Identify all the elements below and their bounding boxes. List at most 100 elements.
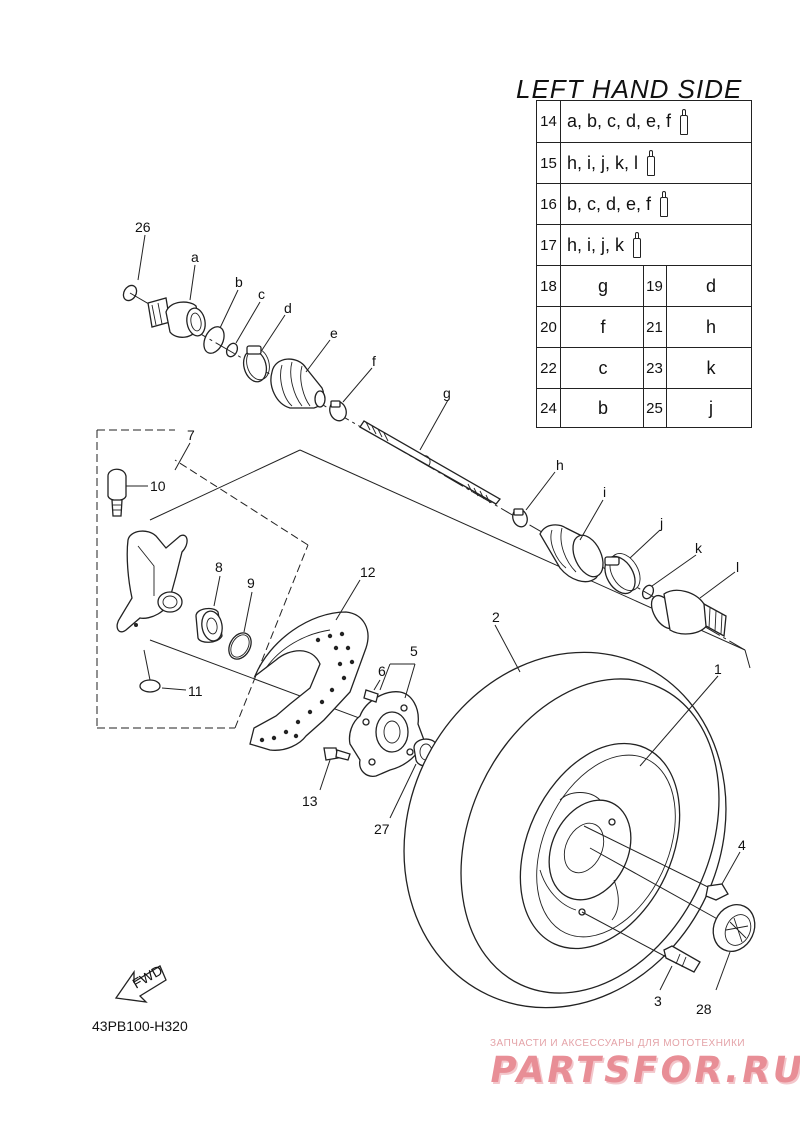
table-row-pair: 22 c 23 k [537,347,751,388]
part-e-boot: e [270,325,338,409]
part-6-bolt: 6 [363,663,386,703]
callout-3: 3 [654,993,662,1009]
callout-26: 26 [135,219,151,235]
part-10-ball-joint: 10 [107,468,166,517]
pair-right-number: 21 [643,307,667,347]
pair-right-value: j [709,397,713,418]
part-4-lug-nut: 4 [705,837,746,901]
grease-tube-icon [632,232,642,258]
part-d-band: d [242,300,292,383]
callout-b: b [235,274,243,290]
pair-right-value: d [705,275,716,296]
callout-k: k [695,540,703,556]
diagram-code: 43PB100-H320 [92,1018,188,1034]
part-b-oring: b [203,274,243,354]
pair-right-number: 23 [643,348,667,388]
part-7-knuckle: 7 [116,427,195,633]
grease-tube-icon [646,150,656,176]
callout-h: h [556,457,564,473]
pair-left-number: 18 [537,266,561,306]
callout-d: d [284,300,292,316]
callout-i: i [603,484,606,500]
pair-left-value: c [598,357,608,378]
callout-11: 11 [188,683,203,699]
pair-left-value: g [597,275,608,296]
row-number: 16 [537,184,561,224]
row-letters: h, i, j, k, l [567,143,656,183]
part-l-cv-joint: l [650,559,739,638]
watermark-tagline: ЗАПЧАСТИ И АКСЕССУАРЫ ДЛЯ МОТОТЕХНИКИ [490,1038,746,1049]
callout-7: 7 [187,427,195,443]
row-letters-text: a, b, c, d, e, f [567,111,672,131]
callout-28: 28 [696,1001,712,1017]
callout-6: 6 [378,663,386,679]
part-11-circlip: 11 [139,649,203,699]
callout-j: j [659,515,663,531]
row-number: 15 [537,143,561,183]
callout-10: 10 [150,478,166,494]
column-divider [643,307,644,347]
lhs-table: 14 a, b, c, d, e, f 15 h, i, j, k, l 16 … [536,100,752,428]
part-8-bearing: 8 [195,559,223,643]
drive-shaft-axis [129,292,746,651]
pair-right-value: k [706,357,716,378]
callout-a: a [191,249,199,265]
row-number: 14 [537,101,561,142]
callout-c: c [258,286,265,302]
callout-13: 13 [302,793,318,809]
part-h-band: h [512,457,564,528]
callout-e: e [330,325,338,341]
grease-tube-icon [679,108,689,135]
pair-left-value: b [597,397,608,418]
pair-right-number: 19 [643,266,667,306]
callout-f: f [372,353,376,369]
column-divider [643,348,644,388]
pair-left-number: 22 [537,348,561,388]
row-letters-text: h, i, j, k [567,234,625,255]
pair-left-number: 24 [537,389,561,427]
row-letters: h, i, j, k [567,225,642,265]
part-g-shaft: g [359,385,501,505]
part-28-hub-cap: 28 [696,904,756,1017]
stud-guide-lines [581,825,731,961]
callout-l: l [736,559,739,575]
pair-right-value: h [705,316,716,337]
part-j-band: j [604,515,663,595]
watermark-logo: PARTSFOR.RU [486,1050,800,1091]
callout-1: 1 [714,661,722,677]
table-row: 17 h, i, j, k [537,224,751,265]
callout-4: 4 [738,837,746,853]
part-13-bolt: 13 [302,747,351,809]
pair-right-number: 25 [643,389,667,427]
callout-8: 8 [215,559,223,575]
callout-g: g [443,385,451,401]
part-5-hub: 5 [348,643,425,777]
part-9-circlip: 9 [228,575,255,660]
row-letters: b, c, d, e, f [567,184,669,224]
column-divider [643,266,644,306]
table-row: 14 a, b, c, d, e, f [537,101,751,142]
row-letters: a, b, c, d, e, f [567,101,689,142]
part-26-circlip: 26 [122,219,151,302]
row-number: 17 [537,225,561,265]
row-letters-text: h, i, j, k, l [567,152,639,173]
table-row-pair: 24 b 25 j [537,388,751,427]
callout-27: 27 [374,821,390,837]
part-i-boot: i [539,484,606,583]
part-a-cv-joint: a [147,249,206,338]
callout-9: 9 [247,575,255,591]
table-row: 16 b, c, d, e, f [537,183,751,224]
row-letters-text: b, c, d, e, f [567,193,652,214]
callout-2: 2 [492,609,500,625]
callout-12: 12 [360,564,376,580]
table-row-pair: 18 g 19 d [537,265,751,306]
part-f-band: f [329,353,376,422]
part-12-brake-disc: 12 [249,564,376,751]
table-row-pair: 20 f 21 h [537,306,751,347]
table-row: 15 h, i, j, k, l [537,142,751,183]
column-divider [643,389,644,427]
callout-5: 5 [410,643,418,659]
table-title: LEFT HAND SIDE [516,74,743,104]
fwd-arrow: FWD [114,962,167,1003]
